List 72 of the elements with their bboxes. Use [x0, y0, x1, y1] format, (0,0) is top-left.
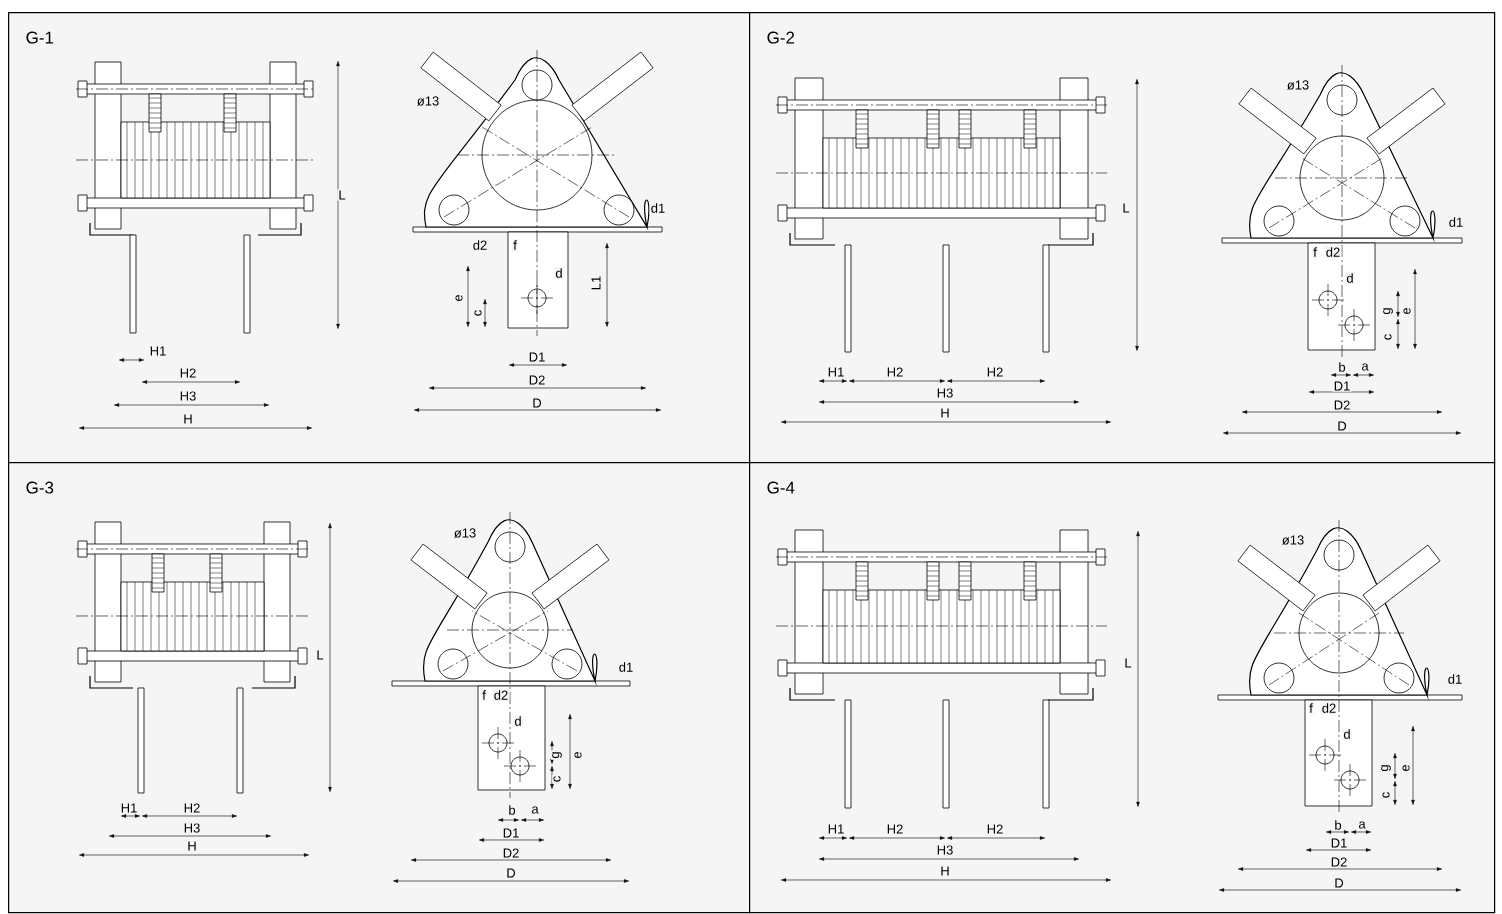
dimension-label: a: [1357, 820, 1367, 830]
dimension-label: H1: [826, 366, 846, 378]
dimension-label: a: [1360, 362, 1370, 372]
dimension-label: D: [1336, 420, 1348, 432]
dimension-label: L1: [590, 274, 602, 292]
dimension-label: c: [552, 774, 562, 784]
dimension-label: L: [1123, 657, 1133, 669]
dimension-label: H: [186, 840, 198, 852]
dimension-label: ø13: [1280, 534, 1306, 546]
dimension-label: D: [505, 867, 517, 879]
dimension-label: d: [513, 715, 523, 727]
dimension-label: H3: [935, 387, 955, 399]
dimension-label: H3: [182, 822, 202, 834]
dimension-label: b: [1333, 819, 1343, 831]
dimension-label: L: [315, 649, 325, 661]
dimension-label: b: [1337, 361, 1347, 373]
dimension-label: d2: [1320, 702, 1338, 714]
dimension-label: d1: [649, 202, 667, 214]
dimension-label: H2: [885, 823, 905, 835]
dimension-label: D2: [1329, 856, 1349, 868]
dimension-label: f: [481, 689, 487, 701]
dimension-label: H1: [148, 345, 168, 357]
dimension-label: ø13: [415, 95, 441, 107]
dimension-label: D2: [527, 374, 547, 386]
dimension-label: c: [473, 308, 483, 318]
dimension-label: D2: [501, 847, 521, 859]
dimension-label: H2: [985, 823, 1005, 835]
dimension-label: g: [1382, 306, 1395, 316]
dimension-label: g: [551, 750, 564, 760]
dimension-label: e: [454, 293, 464, 303]
dimension-label: ø13: [452, 527, 478, 539]
dimension-label: c: [1381, 790, 1391, 800]
dimension-label: L: [1121, 202, 1131, 214]
dimension-label: D1: [1329, 837, 1349, 849]
dimension-label: d2: [492, 689, 510, 701]
dimension-label: a: [530, 805, 540, 815]
dimension-label: d1: [1447, 216, 1465, 228]
dimension-label: H2: [182, 802, 202, 814]
dimension-label: H1: [826, 823, 846, 835]
dimension-label: d1: [1446, 673, 1464, 685]
dimension-label: D2: [1332, 399, 1352, 411]
dimension-label: H1: [119, 802, 139, 814]
dimension-label: d: [1342, 728, 1352, 740]
dimension-label: D1: [501, 827, 521, 839]
dimension-label: L: [337, 189, 347, 201]
dimension-label: d2: [1324, 246, 1342, 258]
dimension-label: d1: [617, 661, 635, 673]
dimension-label: ø13: [1285, 79, 1311, 91]
dimension-label: H: [939, 407, 951, 419]
dimension-label: D: [531, 397, 543, 409]
dimension-label: e: [1402, 306, 1412, 316]
dimension-label: f: [512, 239, 518, 251]
dimension-label: d: [554, 267, 564, 279]
dimension-label: D: [1333, 877, 1345, 889]
dimension-label: e: [573, 750, 583, 760]
dimension-label: H3: [935, 844, 955, 856]
dimension-label: H: [939, 865, 951, 877]
dimension-label: H2: [178, 367, 198, 379]
dimension-label: f: [1308, 702, 1314, 714]
dimension-label: D1: [1332, 380, 1352, 392]
dimension-label: H3: [178, 390, 198, 402]
dimension-label: D1: [527, 351, 547, 363]
dimension-label: f: [1312, 246, 1318, 258]
dimension-label: d: [1345, 272, 1355, 284]
dimension-label: d2: [471, 239, 489, 251]
dimension-label: g: [1380, 763, 1393, 773]
dimension-label: H2: [985, 366, 1005, 378]
dimension-label: H: [182, 413, 194, 425]
dimension-label: c: [1383, 332, 1393, 342]
dimension-label: H2: [885, 366, 905, 378]
dimension-label: b: [507, 804, 517, 816]
dimension-label: e: [1401, 763, 1411, 773]
